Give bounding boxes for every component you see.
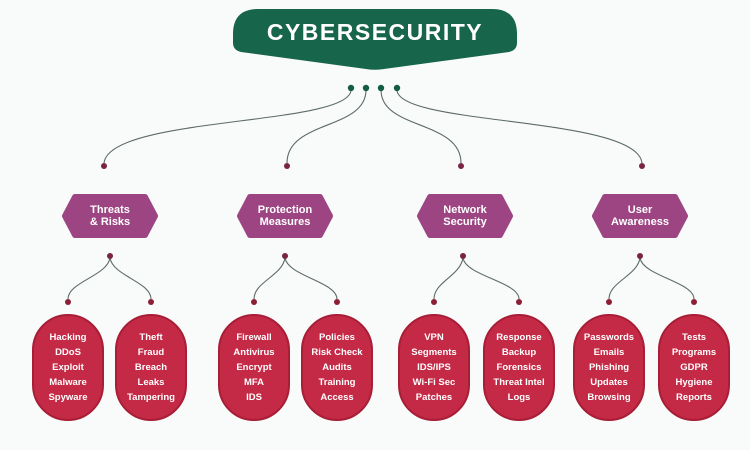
branch-node-protection-measures: Protection Measures (237, 193, 333, 239)
leaf-item: Training (318, 377, 356, 388)
leaf-item: Forensics (496, 362, 542, 373)
leaf-item: MFA (243, 377, 265, 388)
root-label: CYBERSECURITY (266, 18, 484, 45)
leaf-item: Tampering (127, 392, 175, 403)
root-node-cybersecurity: CYBERSECURITY (232, 8, 518, 72)
leaf-item: Emails (593, 347, 625, 358)
leaf-item: Tests (681, 332, 707, 343)
leaf-item: Threat Intel (493, 377, 545, 388)
root-to-branch-curves (103, 89, 643, 164)
leaf-node-network-2: Response Backup Forensics Threat Intel L… (483, 314, 555, 421)
leaf-item: Firewall (236, 332, 272, 343)
leaf-item: Response (496, 332, 542, 343)
leaf-node-awareness-1: Passwords Emails Phishing Updates Browsi… (573, 314, 645, 421)
leaf-item: IDS (246, 392, 262, 403)
leaf-item: Theft (139, 332, 163, 343)
leaf-item: Phishing (588, 362, 630, 373)
branch-shape (592, 194, 688, 238)
leaf-item: Programs (671, 347, 717, 358)
leaf-item: Breach (134, 362, 168, 373)
leaf-item: VPN (424, 332, 444, 343)
branch-label: User Awareness (611, 203, 669, 229)
leaf-node-protection-2: Policies Risk Check Audits Training Acce… (301, 314, 373, 421)
leaf-item: Exploit (52, 362, 84, 373)
leaf-item: Wi-Fi Sec (412, 377, 456, 388)
leaf-node-network-1: VPN Segments IDS/IPS Wi-Fi Sec Patches (398, 314, 470, 421)
leaf-item: Hygiene (675, 377, 713, 388)
branch-split-curves (67, 257, 695, 300)
leaf-item: Patches (415, 392, 453, 403)
root-banner-shape (233, 9, 517, 70)
leaf-item: Leaks (137, 377, 165, 388)
branch-shape (417, 194, 513, 238)
leaf-item: Malware (49, 377, 87, 388)
leaf-item: Access (320, 392, 354, 403)
leaf-item: Updates (590, 377, 628, 388)
leaf-item: Reports (676, 392, 712, 403)
leaf-item: Hacking (49, 332, 87, 343)
leaf-node-awareness-2: Tests Programs GDPR Hygiene Reports (658, 314, 730, 421)
leaf-item: Browsing (587, 392, 631, 403)
branch-label: Protection Measures (257, 203, 313, 229)
branch-node-threats-risks: Threats & Risks (62, 193, 158, 239)
branch-label: Network Security (443, 203, 487, 229)
leaf-item: Policies (319, 332, 355, 343)
leaf-dots (65, 299, 697, 305)
leaf-item: GDPR (680, 362, 708, 373)
branch-dots (101, 163, 645, 259)
leaf-item: Spyware (48, 392, 88, 403)
leaf-item: IDS/IPS (417, 362, 451, 373)
leaf-item: Segments (411, 347, 457, 358)
leaf-item: Antivirus (233, 347, 275, 358)
leaf-item: Backup (501, 347, 537, 358)
root-dots (347, 84, 401, 92)
leaf-item: Audits (322, 362, 352, 373)
branch-node-network-security: Network Security (417, 193, 513, 239)
leaf-node-threats-1: Hacking DDoS Exploit Malware Spyware (32, 314, 104, 421)
branch-node-user-awareness: User Awareness (592, 193, 688, 239)
leaf-item: Risk Check (311, 347, 363, 358)
branch-label: Threats & Risks (89, 203, 131, 229)
leaf-node-protection-1: Firewall Antivirus Encrypt MFA IDS (218, 314, 290, 421)
leaf-item: DDoS (55, 347, 81, 358)
leaf-item: Encrypt (236, 362, 272, 373)
branch-shape (62, 194, 158, 238)
leaf-node-threats-2: Theft Fraud Breach Leaks Tampering (115, 314, 187, 421)
leaf-item: Fraud (137, 347, 165, 358)
leaf-item: Passwords (583, 332, 635, 343)
branch-shape (237, 194, 333, 238)
leaf-item: Logs (507, 392, 531, 403)
